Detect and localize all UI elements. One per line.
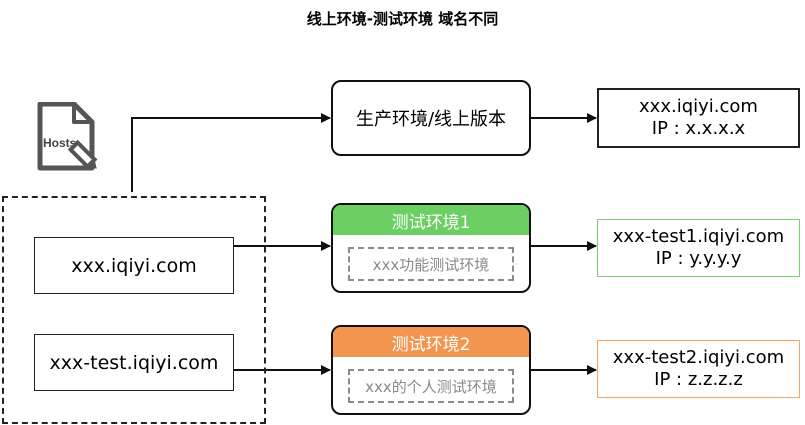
env-prod-label: 生产环境/线上版本 [355,109,507,130]
env-test2-sub: xxx的个人测试环境 [348,369,514,403]
diagram-title: 线上环境-测试环境 域名不同 [306,10,499,28]
target-test1-ip: IP : y.y.y.y [655,248,742,269]
hosts-icon-label: Hosts [43,136,77,150]
target-prod-domain: xxx.iqiyi.com [639,96,758,117]
env-test1-sub: xxx功能测试环境 [348,247,514,281]
domain-group [2,196,266,424]
target-test2-domain: xxx-test2.iqiyi.com [612,347,785,368]
domain-box-prod: xxx.iqiyi.com [34,237,234,294]
arrow-hosts-to-prod [131,113,331,192]
target-test2-ip: IP : z.z.z.z [654,369,743,390]
env-box-test1: 测试环境1 xxx功能测试环境 [331,203,531,293]
env-test1-header: 测试环境1 [333,205,529,235]
target-prod-ip: IP : x.x.x.x [651,118,746,139]
target-box-prod: xxx.iqiyi.com IP : x.x.x.x [597,88,800,148]
env-box-test2: 测试环境2 xxx的个人测试环境 [331,325,531,415]
env-test2-header: 测试环境2 [333,327,529,357]
target-test1-domain: xxx-test1.iqiyi.com [612,226,785,247]
hosts-file-icon: Hosts [36,101,102,174]
env-box-prod: 生产环境/线上版本 [331,80,531,156]
domain-box-test: xxx-test.iqiyi.com [34,334,234,391]
target-box-test2: xxx-test2.iqiyi.com IP : z.z.z.z [597,340,800,398]
target-box-test1: xxx-test1.iqiyi.com IP : y.y.y.y [597,219,800,277]
